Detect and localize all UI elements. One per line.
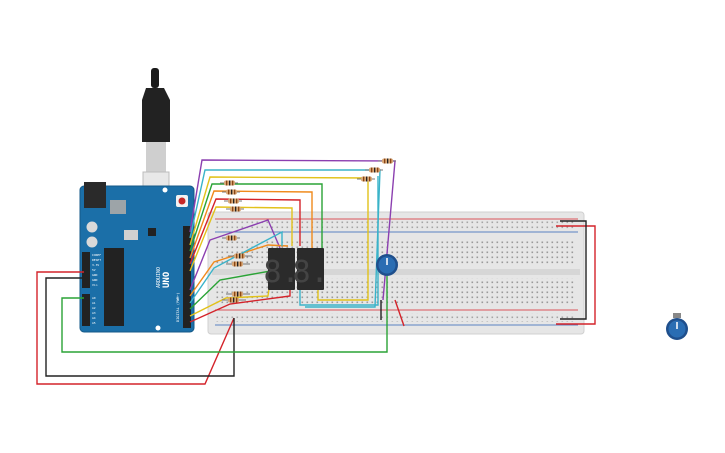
power-pin-label: 3.3V: [92, 263, 99, 267]
wire-black[interactable]: [560, 220, 587, 320]
display-digit: 8.: [292, 255, 328, 290]
arduino-brand-label: ARDUINO: [156, 267, 162, 288]
resistor[interactable]: [222, 189, 240, 195]
power-pin-label: 5V: [92, 268, 96, 272]
resistors[interactable]: [220, 158, 396, 303]
analog-pin-label: A2: [92, 306, 96, 310]
resistor[interactable]: [226, 206, 244, 212]
wire-purple[interactable]: [189, 219, 281, 291]
resistor[interactable]: [226, 261, 250, 267]
display-digit: 8.: [263, 255, 299, 290]
power-pin-label: IOREF: [92, 253, 101, 257]
resistor[interactable]: [357, 176, 375, 182]
analog-pin-label: A0: [92, 296, 96, 300]
wire-red[interactable]: [36, 271, 235, 385]
analog-pin-label: A5: [92, 321, 96, 325]
power-pin-label: GND: [92, 278, 98, 282]
power-pin-label: GND: [92, 273, 98, 277]
wire-purple[interactable]: [189, 159, 396, 301]
resistor[interactable]: [222, 297, 246, 303]
arduino-digital-label: DIGITAL (PWM~): [176, 292, 180, 322]
usb-cable[interactable]: [142, 68, 170, 207]
resistor[interactable]: [224, 198, 242, 204]
resistor[interactable]: [228, 253, 252, 259]
wire-orange[interactable]: [189, 190, 313, 282]
analog-pin-label: A4: [92, 316, 96, 320]
wire-green[interactable]: [189, 269, 277, 310]
power-pin-label: RESET: [92, 258, 101, 262]
resistor[interactable]: [226, 291, 250, 297]
wire-red[interactable]: [556, 225, 596, 325]
wire-cyan[interactable]: [189, 230, 283, 304]
resistor[interactable]: [220, 180, 238, 186]
wire-yellow[interactable]: [189, 206, 293, 272]
wire-green[interactable]: [189, 183, 323, 282]
arduino-uno[interactable]: ARDUINO UNO DIGITAL (PWM~) IOREF RESET 3…: [79, 182, 195, 333]
wire-red[interactable]: [394, 299, 405, 327]
wire-green[interactable]: [61, 276, 388, 353]
seven-segment-display-left[interactable]: 8.: [263, 248, 300, 290]
resistor[interactable]: [365, 167, 383, 173]
arduino-model-label: UNO: [162, 271, 172, 288]
potentiometer-on-breadboard[interactable]: [376, 254, 398, 276]
seven-segment-display-right[interactable]: 8.: [292, 248, 329, 290]
resistor[interactable]: [222, 235, 240, 241]
resistor[interactable]: [378, 158, 396, 164]
breadboard[interactable]: [207, 211, 585, 335]
analog-pin-label: A1: [92, 301, 96, 305]
wire-cyan[interactable]: [299, 176, 379, 306]
analog-pin-label: A3: [92, 311, 96, 315]
potentiometer-loose[interactable]: [666, 313, 688, 340]
power-pin-label: Vin: [92, 283, 98, 287]
wire-black[interactable]: [45, 277, 235, 377]
wire-yellow[interactable]: [189, 176, 369, 301]
wire-red[interactable]: [189, 198, 301, 265]
